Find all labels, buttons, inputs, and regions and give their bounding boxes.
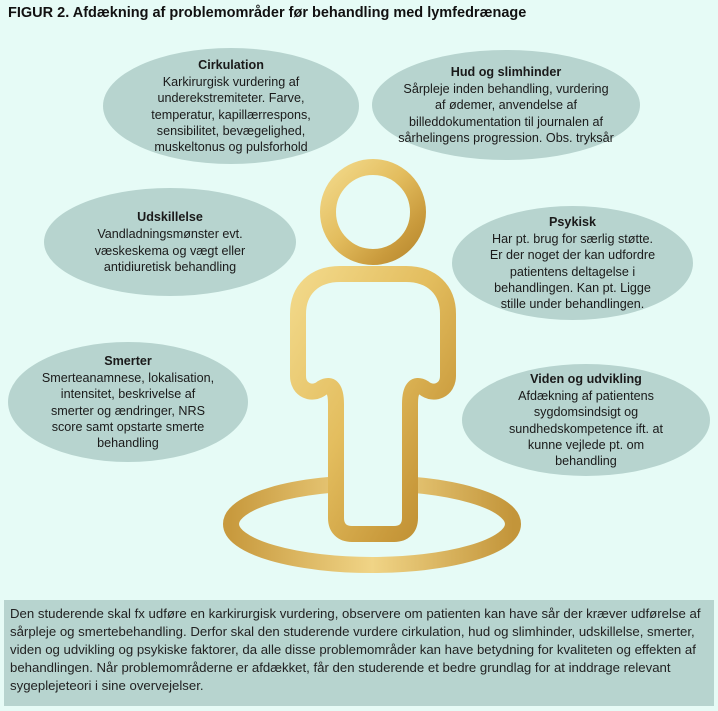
body-shape — [290, 266, 456, 542]
bubble-cirkulation: Cirkulation Karkirurgisk vurdering af un… — [103, 48, 359, 164]
bubble-heading: Cirkulation — [198, 57, 264, 72]
figure-title: FIGUR 2. Afdækning af problemområder før… — [8, 5, 527, 21]
bubble-viden-og-udvikling: Viden og udvikling Afdækning af patiente… — [462, 364, 710, 476]
bubble-heading: Smerter — [104, 353, 152, 368]
bubble-body: Karkirurgisk vurdering af underekstremit… — [151, 75, 311, 154]
bubble-heading: Hud og slimhinder — [450, 64, 562, 79]
bubble-smerter: Smerter Smerteanamnese, lokalisation, in… — [8, 342, 248, 462]
explanation-text: Den studerende skal fx udføre en karkiru… — [4, 600, 714, 706]
bubble-heading: Udskillelse — [137, 210, 203, 225]
bubble-body: Smerteanamnese, lokalisation, intensitet… — [41, 371, 215, 450]
bubble-heading: Psykisk — [549, 214, 596, 229]
bubble-psykisk: Psykisk Har pt. brug for særlig støtte. … — [452, 206, 693, 320]
bubble-body: Vandladningsmønster evt. væskeskema og v… — [94, 227, 246, 274]
head-shape — [320, 159, 426, 265]
bubble-body: Afdækning af patientens sygdomsindsigt o… — [508, 389, 664, 468]
bubble-body: Sårpleje inden behandling, vurdering af … — [398, 82, 614, 145]
person-on-ring-icon — [223, 159, 521, 573]
bubble-body: Har pt. brug for særlig støtte. Er der n… — [489, 232, 656, 311]
bubble-heading: Viden og udvikling — [530, 371, 642, 386]
bubble-udskillelse: Udskillelse Vandladningsmønster evt. væs… — [44, 188, 296, 296]
bubble-hud-og-slimhinder: Hud og slimhinder Sårpleje inden behandl… — [372, 50, 640, 160]
